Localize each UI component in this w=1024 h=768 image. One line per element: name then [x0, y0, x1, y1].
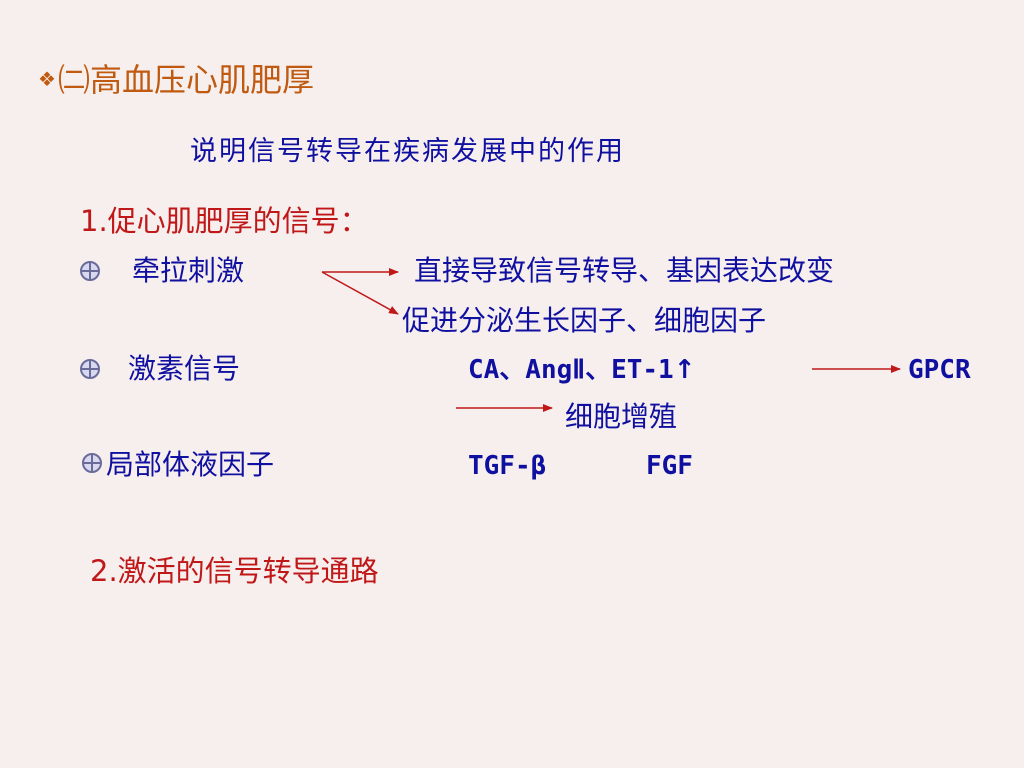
slide-subtitle: 说明信号转导在疾病发展中的作用 — [190, 136, 625, 167]
item-hormone-target-gpcr: GPCR — [908, 355, 971, 385]
item-hormone-label: 激素信号 — [128, 352, 241, 385]
slide-title: ❖㈡高血压心肌肥厚 — [38, 58, 314, 101]
up-arrow-icon: ↑ — [673, 355, 696, 385]
item-stretch-target-2: 促进分泌生长因子、细胞因子 — [402, 304, 767, 337]
crosshair-circle-icon — [80, 359, 100, 379]
item-hormone-target-proliferation: 细胞增殖 — [565, 400, 678, 433]
hormone-agents-text: CA、AngⅡ、ET-1 — [468, 355, 674, 385]
section-1-heading: 1.促心肌肥厚的信号： — [80, 204, 369, 238]
arrow-stretch-to-secretion — [321, 271, 399, 315]
item-stretch-target-1: 直接导致信号转导、基因表达改变 — [414, 254, 835, 287]
item-local-factor-fgf: FGF — [646, 451, 693, 481]
crosshair-circle-icon — [82, 453, 102, 473]
crosshair-circle-icon — [80, 261, 100, 281]
item-stretch-label: 牵拉刺激 — [132, 254, 245, 287]
diamond-cluster-icon: ❖ — [38, 67, 56, 91]
item-local-factor-tgf: TGF-β — [468, 451, 547, 481]
section-2-heading: 2.激活的信号转导通路 — [90, 554, 379, 588]
item-hormone-agents: CA、AngⅡ、ET-1↑ — [468, 351, 695, 389]
slide-title-text: ㈡高血压心肌肥厚 — [57, 61, 314, 99]
item-local-factor-label: 局部体液因子 — [106, 448, 275, 481]
